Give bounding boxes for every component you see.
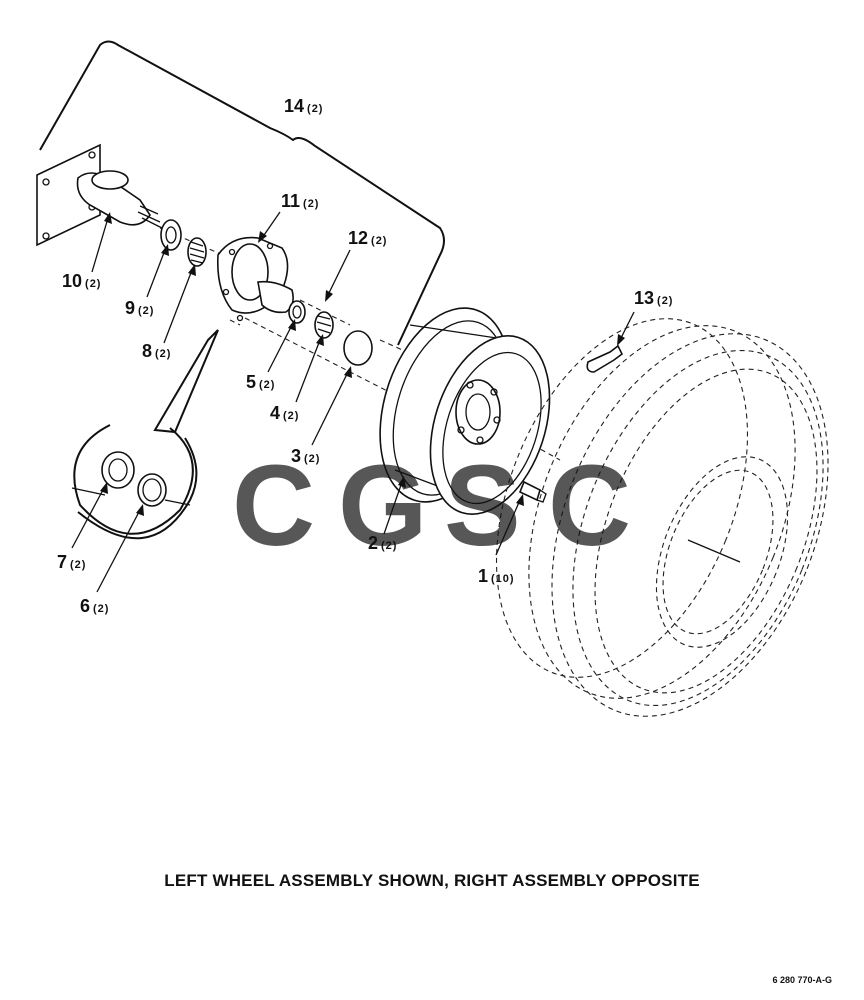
callout-10: 10(2) bbox=[62, 271, 101, 291]
outer-race-5 bbox=[288, 300, 306, 324]
callout-12: 12(2) bbox=[348, 228, 387, 248]
lug-bolt-1 bbox=[518, 480, 547, 503]
callout-9: 9(2) bbox=[125, 298, 154, 318]
svg-text:8(2): 8(2) bbox=[142, 341, 171, 361]
svg-text:14(2): 14(2) bbox=[284, 96, 323, 116]
callout-14: 14(2) bbox=[284, 96, 323, 116]
callout-13: 13(2) bbox=[634, 288, 673, 308]
svg-text:13(2): 13(2) bbox=[634, 288, 673, 308]
callout-11: 11(2) bbox=[281, 191, 319, 211]
watermark-letter: C bbox=[548, 442, 631, 570]
hub-to-wheel-dash bbox=[229, 317, 396, 396]
callout-8: 8(2) bbox=[142, 341, 171, 361]
grease-seal-9 bbox=[160, 219, 182, 251]
svg-text:10(2): 10(2) bbox=[62, 271, 101, 291]
svg-text:3(2): 3(2) bbox=[291, 446, 320, 466]
svg-text:1(10): 1(10) bbox=[478, 566, 515, 586]
spindle-plate bbox=[36, 143, 163, 247]
detail-inset bbox=[71, 329, 219, 540]
assembly-bracket bbox=[39, 40, 445, 346]
callout-6: 6(2) bbox=[80, 596, 109, 616]
svg-text:4(2): 4(2) bbox=[270, 403, 299, 423]
callout-1: 1(10) bbox=[478, 566, 515, 586]
callout-4: 4(2) bbox=[270, 403, 299, 423]
svg-text:11(2): 11(2) bbox=[281, 191, 319, 211]
watermark-letter: S bbox=[444, 442, 521, 570]
cgsc-watermark: C G S C bbox=[232, 442, 631, 570]
callout-5: 5(2) bbox=[246, 372, 275, 392]
watermark-letter: G bbox=[338, 442, 427, 570]
dust-cap-3 bbox=[343, 330, 373, 366]
svg-text:12(2): 12(2) bbox=[348, 228, 387, 248]
svg-text:9(2): 9(2) bbox=[125, 298, 154, 318]
svg-text:6(2): 6(2) bbox=[80, 596, 109, 616]
svg-text:5(2): 5(2) bbox=[246, 372, 275, 392]
inner-bearing-8 bbox=[187, 237, 207, 267]
wheel-rim-2 bbox=[379, 307, 551, 515]
figure-id: 6 280 770-A-G bbox=[772, 975, 832, 985]
valve-stem-13 bbox=[586, 344, 624, 373]
outer-bearing-4 bbox=[314, 311, 334, 339]
callout-7: 7(2) bbox=[57, 552, 86, 572]
callout-2: 2(2) bbox=[368, 533, 397, 553]
svg-text:7(2): 7(2) bbox=[57, 552, 86, 572]
callout-3: 3(2) bbox=[291, 446, 320, 466]
tire bbox=[495, 318, 829, 717]
watermark-letter: C bbox=[232, 442, 315, 570]
leader-lines bbox=[71, 211, 635, 593]
figure-caption: LEFT WHEEL ASSEMBLY SHOWN, RIGHT ASSEMBL… bbox=[164, 871, 700, 890]
hub-11 bbox=[216, 236, 294, 322]
svg-text:2(2): 2(2) bbox=[368, 533, 397, 553]
